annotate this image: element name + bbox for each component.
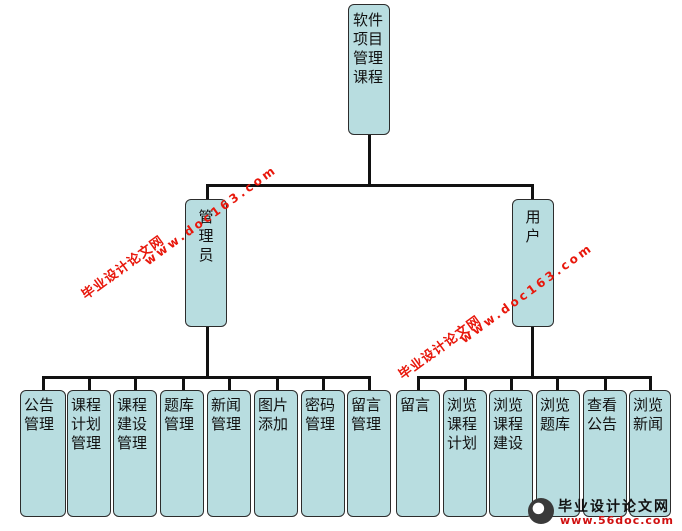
connector-admin-child: [88, 376, 91, 390]
connector-admin-child: [134, 376, 137, 390]
node-user-browse-news: 浏览 新闻: [629, 390, 671, 517]
connector-user-child: [604, 376, 607, 390]
connector-user-down: [531, 326, 534, 378]
connector-admin-down: [206, 326, 209, 378]
node-admin-news: 新闻 管理: [207, 390, 251, 517]
node-admin-image-add: 图片 添加: [254, 390, 298, 517]
node-user-message: 留言: [396, 390, 440, 517]
node-admin-announcement: 公告 管理: [20, 390, 66, 517]
connector-user-bar: [417, 376, 652, 379]
site-logo-icon: [528, 498, 554, 524]
node-user-view-announcement: 查看 公告: [583, 390, 627, 517]
connector-admin-child: [368, 376, 371, 390]
node-user-browse-question-bank: 浏览 题库: [536, 390, 580, 517]
node-user-browse-course-plan: 浏览 课程 计划: [443, 390, 487, 517]
connector-user-child: [464, 376, 467, 390]
connector-admin-child: [228, 376, 231, 390]
footer-site-title: 毕业设计论文网: [558, 499, 670, 515]
node-root: 软件 项目 管理 课程: [348, 4, 390, 135]
node-admin-message: 留言 管理: [347, 390, 391, 517]
node-admin: 管 理 员: [185, 199, 227, 327]
connector-admin-bar: [42, 376, 371, 379]
connector-to-user: [531, 184, 534, 200]
connector-admin-child: [182, 376, 185, 390]
connector-admin-child: [322, 376, 325, 390]
connector-admin-child: [276, 376, 279, 390]
connector-user-child: [649, 376, 652, 390]
node-user: 用 户: [512, 199, 554, 327]
connector-to-admin: [206, 184, 209, 200]
connector-user-child: [510, 376, 513, 390]
node-admin-password: 密码 管理: [301, 390, 345, 517]
node-admin-question-bank: 题库 管理: [160, 390, 204, 517]
node-user-browse-course-build: 浏览 课程 建设: [489, 390, 533, 517]
connector-user-child: [417, 376, 420, 390]
connector-level1-bar: [206, 184, 534, 187]
node-admin-course-build: 课程 建设 管理: [113, 390, 157, 517]
connector-root-down: [368, 134, 371, 186]
footer-logo: 毕业设计论文网 www.56doc.com: [528, 496, 678, 530]
node-admin-course-plan: 课程 计划 管理: [67, 390, 111, 517]
connector-user-child: [556, 376, 559, 390]
footer-site-url: www.56doc.com: [560, 514, 674, 527]
connector-admin-child: [42, 376, 45, 390]
